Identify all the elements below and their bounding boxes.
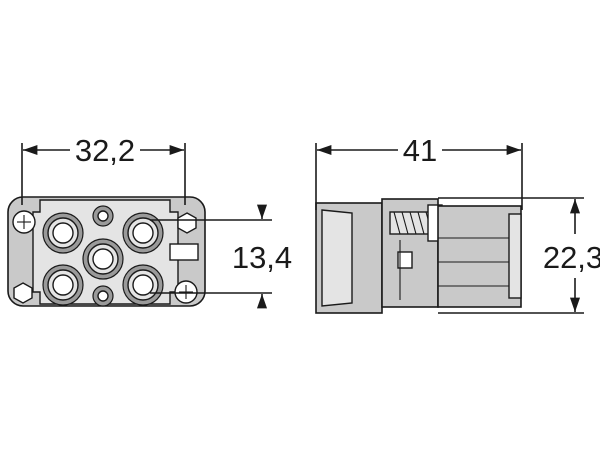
screw-top-left-icon [12, 210, 36, 234]
side-inner-pin [397, 251, 413, 269]
side-rear-cap [508, 213, 522, 299]
front-view: 32,2 13,4 [7, 133, 292, 309]
dim-side-length-label: 41 [403, 133, 437, 168]
hex-nut-top-right-icon [177, 212, 197, 234]
contact-bottom-right [122, 264, 164, 306]
front-side-slot [169, 243, 199, 261]
contact-top-left [42, 212, 84, 254]
dim-side-height-label: 22,3 [543, 240, 600, 275]
dim-pin-spacing-label: 13,4 [232, 240, 292, 275]
side-front-taper [321, 209, 353, 307]
dim-front-width-label: 32,2 [75, 133, 135, 168]
aux-contact-top [92, 205, 114, 227]
contact-center [82, 238, 124, 280]
contact-bottom-left [42, 264, 84, 306]
aux-contact-bottom [92, 285, 114, 307]
hex-nut-bottom-left-icon [13, 282, 33, 304]
contact-top-right [122, 212, 164, 254]
screw-bottom-right-icon [174, 280, 198, 304]
side-view: 41 22,3 [315, 133, 600, 314]
